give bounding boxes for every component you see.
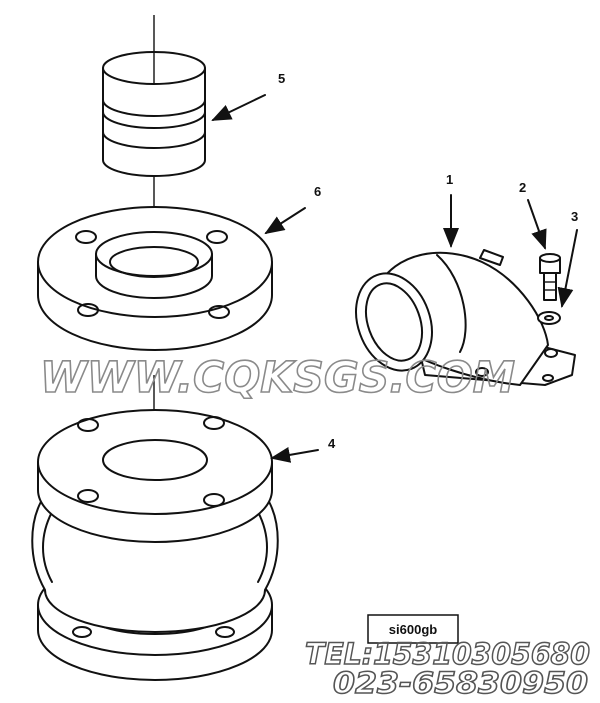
callout-5: 5	[278, 71, 285, 86]
part-6-flange	[37, 206, 273, 351]
part-2-bolt	[539, 253, 561, 301]
part-1-elbow-housing	[355, 249, 576, 386]
callout-2: 2	[519, 180, 526, 195]
part-3-washer	[537, 311, 561, 325]
part-5-sleeve	[102, 51, 206, 177]
part-4-bellows-connector	[31, 409, 279, 681]
callout-3: 3	[571, 209, 578, 224]
callout-6: 6	[314, 184, 321, 199]
watermark-text: WWW.CQKSGS.COM	[40, 353, 515, 403]
drawing-code-label: si600gb	[389, 622, 437, 637]
callout-4: 4	[328, 436, 336, 451]
leader-arrows	[211, 94, 578, 463]
contact-tel: TEL:15310305680	[305, 637, 590, 671]
contact-alt-phone: 023-65830950	[333, 666, 588, 698]
drawing-code-box: si600gb	[367, 614, 459, 644]
callout-1: 1	[446, 172, 453, 187]
